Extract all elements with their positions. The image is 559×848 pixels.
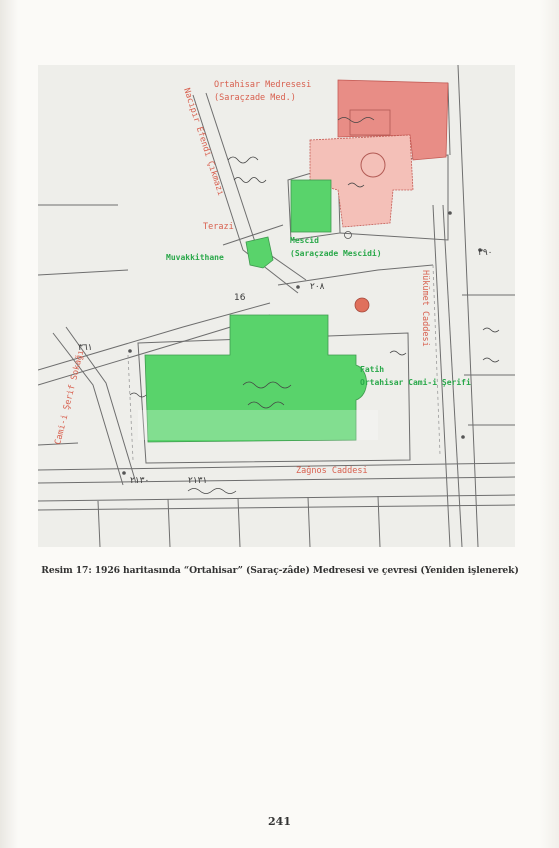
parcel-number-390: ٣٩٠ <box>478 248 493 258</box>
page-number: 241 <box>268 815 291 828</box>
fountain-marker <box>354 297 370 313</box>
mescid-area <box>290 179 332 233</box>
label-ortahisar-camii: Ortahisar Cami-i Şerifi <box>360 377 471 387</box>
mosque-area <box>144 314 367 443</box>
muvakkithane-area <box>245 236 274 269</box>
parcel-number-261: ٣٦١ <box>78 343 93 353</box>
label-hukumet-caddesi: Hükümet Caddesi <box>420 270 430 347</box>
label-saraczade-med: (Saraçzade Med.) <box>214 93 296 103</box>
parcel-number-16: 16 <box>234 293 246 303</box>
figure-caption: Resim 17: 1926 haritasında “Ortahisar” (… <box>41 565 519 576</box>
label-ortahisar-medresesi: Ortahisar Medresesi <box>214 80 311 90</box>
map-figure: Ortahisar Medresesi (Saraçzade Med.) Nac… <box>38 65 515 547</box>
boundary-dashes <box>127 264 441 461</box>
label-zagnos-caddesi: Zağnos Caddesi <box>296 466 368 476</box>
handwritten-annotations <box>129 117 500 494</box>
label-saraczade-mescidi: (Saraçzade Mescidi) <box>290 248 382 258</box>
label-mescid: Mescid <box>290 235 319 245</box>
label-terazi: Terazi <box>203 222 234 232</box>
medrese-area <box>309 79 449 228</box>
label-muvakkithane: Muvakkithane <box>166 252 224 262</box>
watermark <box>138 410 378 440</box>
parcel-number-208: ٢٠٨ <box>310 282 325 292</box>
parcel-number-2131: ٢١٣١ <box>188 476 207 486</box>
tree-marker <box>344 231 352 239</box>
label-fatih: Fatih <box>360 364 384 374</box>
parcel-number-2130: ٢١٣٠ <box>130 476 149 486</box>
cadastral-map: Ortahisar Medresesi (Saraçzade Med.) Nac… <box>38 65 515 547</box>
survey-markers <box>122 211 482 475</box>
